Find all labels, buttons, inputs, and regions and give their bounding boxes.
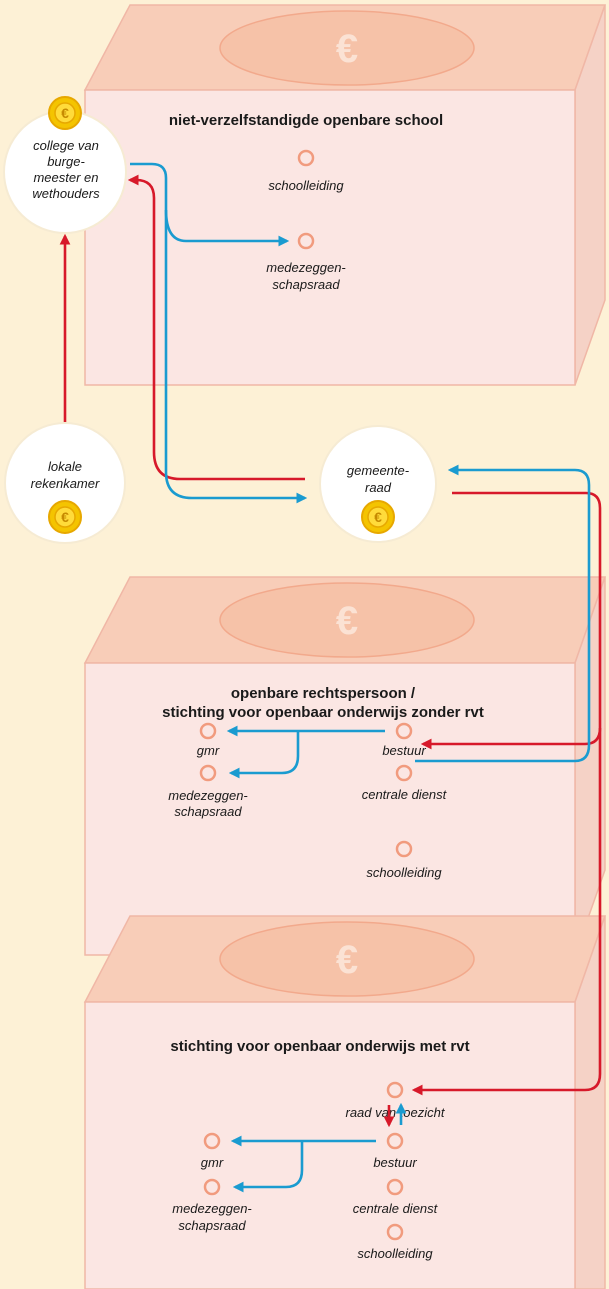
node-schoolleiding-dot [386, 1223, 404, 1241]
box-bottom-side [574, 915, 606, 1289]
box-bottom-title: stichting voor openbaar onderwijs met rv… [170, 1038, 469, 1055]
euro-banknote-icon: € [219, 10, 475, 86]
node-mr-dot [297, 232, 315, 250]
arrow-bestuur-to-mr [232, 1141, 304, 1193]
arrow-gemeenteraad-to-college [127, 174, 305, 481]
box-bottom-school: € stichting voor openbaar onderwijs met … [83, 915, 607, 1289]
node-bestuur-label: bestuur [373, 1155, 417, 1170]
gemeenteraad-label-1: gemeente- [347, 463, 410, 478]
arrow-gemeenteraad-to-bestuur [420, 491, 602, 750]
college-label-3: meester en [33, 170, 98, 185]
college-label-2: burge- [47, 154, 85, 169]
svg-text:€: € [336, 27, 358, 71]
box-top-front [84, 89, 576, 386]
actor-gemeenteraad: gemeente- raad € [319, 425, 437, 543]
node-raad-van-toezicht-dot [386, 1081, 404, 1099]
euro-coin-icon: € [361, 500, 395, 534]
node-schoolleiding-label: schoolleiding [357, 1246, 433, 1261]
node-mr-dot [199, 764, 217, 782]
node-mr-dot [203, 1178, 221, 1196]
node-centrale-dienst-label: centrale dienst [362, 787, 448, 802]
node-gmr-dot [199, 722, 217, 740]
svg-text:€: € [61, 509, 69, 525]
node-schoolleiding-dot [395, 840, 413, 858]
node-schoolleiding-dot [297, 149, 315, 167]
rekenkamer-label-2: rekenkamer [31, 476, 100, 491]
arrow-college-to-gemeenteraad [130, 162, 308, 504]
arrow-gemeenteraad-to-rvt [411, 728, 602, 1096]
node-centrale-dienst-dot [386, 1178, 404, 1196]
svg-text:€: € [374, 509, 382, 525]
node-raad-van-toezicht-label: raad van toezicht [345, 1105, 445, 1120]
arrow-bestuur-to-mr [228, 731, 300, 779]
box-middle-title-2: stichting voor openbaar onderwijs zonder… [162, 704, 484, 721]
euro-coin-icon: € [48, 96, 82, 130]
node-bestuur-dot [386, 1132, 404, 1150]
node-centrale-dienst-dot [395, 764, 413, 782]
node-gmr-label: gmr [197, 743, 220, 758]
node-mr-label-1: medezeggen- [266, 260, 346, 275]
arrow-bestuur-to-gemeenteraad [415, 464, 591, 763]
arrow-college-to-mr [164, 209, 290, 247]
box-top-title: niet-verzelfstandigde openbare school [169, 112, 443, 129]
box-middle-front [84, 662, 576, 956]
node-gmr-label: gmr [201, 1155, 224, 1170]
svg-text:€: € [336, 938, 358, 982]
svg-text:€: € [336, 599, 358, 643]
gemeenteraad-label-2: raad [365, 480, 392, 495]
svg-text:€: € [61, 105, 69, 121]
actor-lokale-rekenkamer: lokale rekenkamer € [4, 422, 126, 544]
box-middle-title-1: openbare rechtspersoon / [231, 685, 416, 702]
node-schoolleiding-label: schoolleiding [366, 865, 442, 880]
node-mr-label-2: schapsraad [174, 804, 242, 819]
node-centrale-dienst-label: centrale dienst [353, 1201, 439, 1216]
node-bestuur-label: bestuur [382, 743, 426, 758]
rekenkamer-label-1: lokale [48, 459, 82, 474]
college-label-1: college van [33, 138, 99, 153]
node-bestuur-dot [395, 722, 413, 740]
node-mr-label-1: medezeggen- [168, 788, 248, 803]
box-middle-school: € openbare rechtspersoon / stichting voo… [83, 576, 607, 956]
box-top-school: € niet-verzelfstandigde openbare school … [83, 4, 607, 386]
node-mr-label-1: medezeggen- [172, 1201, 252, 1216]
euro-banknote-icon: € [219, 921, 475, 997]
node-mr-label-2: schapsraad [272, 277, 340, 292]
actor-college: college van burge- meester en wethouders… [3, 96, 127, 234]
box-bottom-front [84, 1001, 576, 1289]
node-mr-label-2: schapsraad [178, 1218, 246, 1233]
college-label-4: wethouders [32, 186, 100, 201]
euro-coin-icon: € [48, 500, 82, 534]
euro-banknote-icon: € [219, 582, 475, 658]
node-schoolleiding-label: schoolleiding [268, 178, 344, 193]
node-gmr-dot [203, 1132, 221, 1150]
